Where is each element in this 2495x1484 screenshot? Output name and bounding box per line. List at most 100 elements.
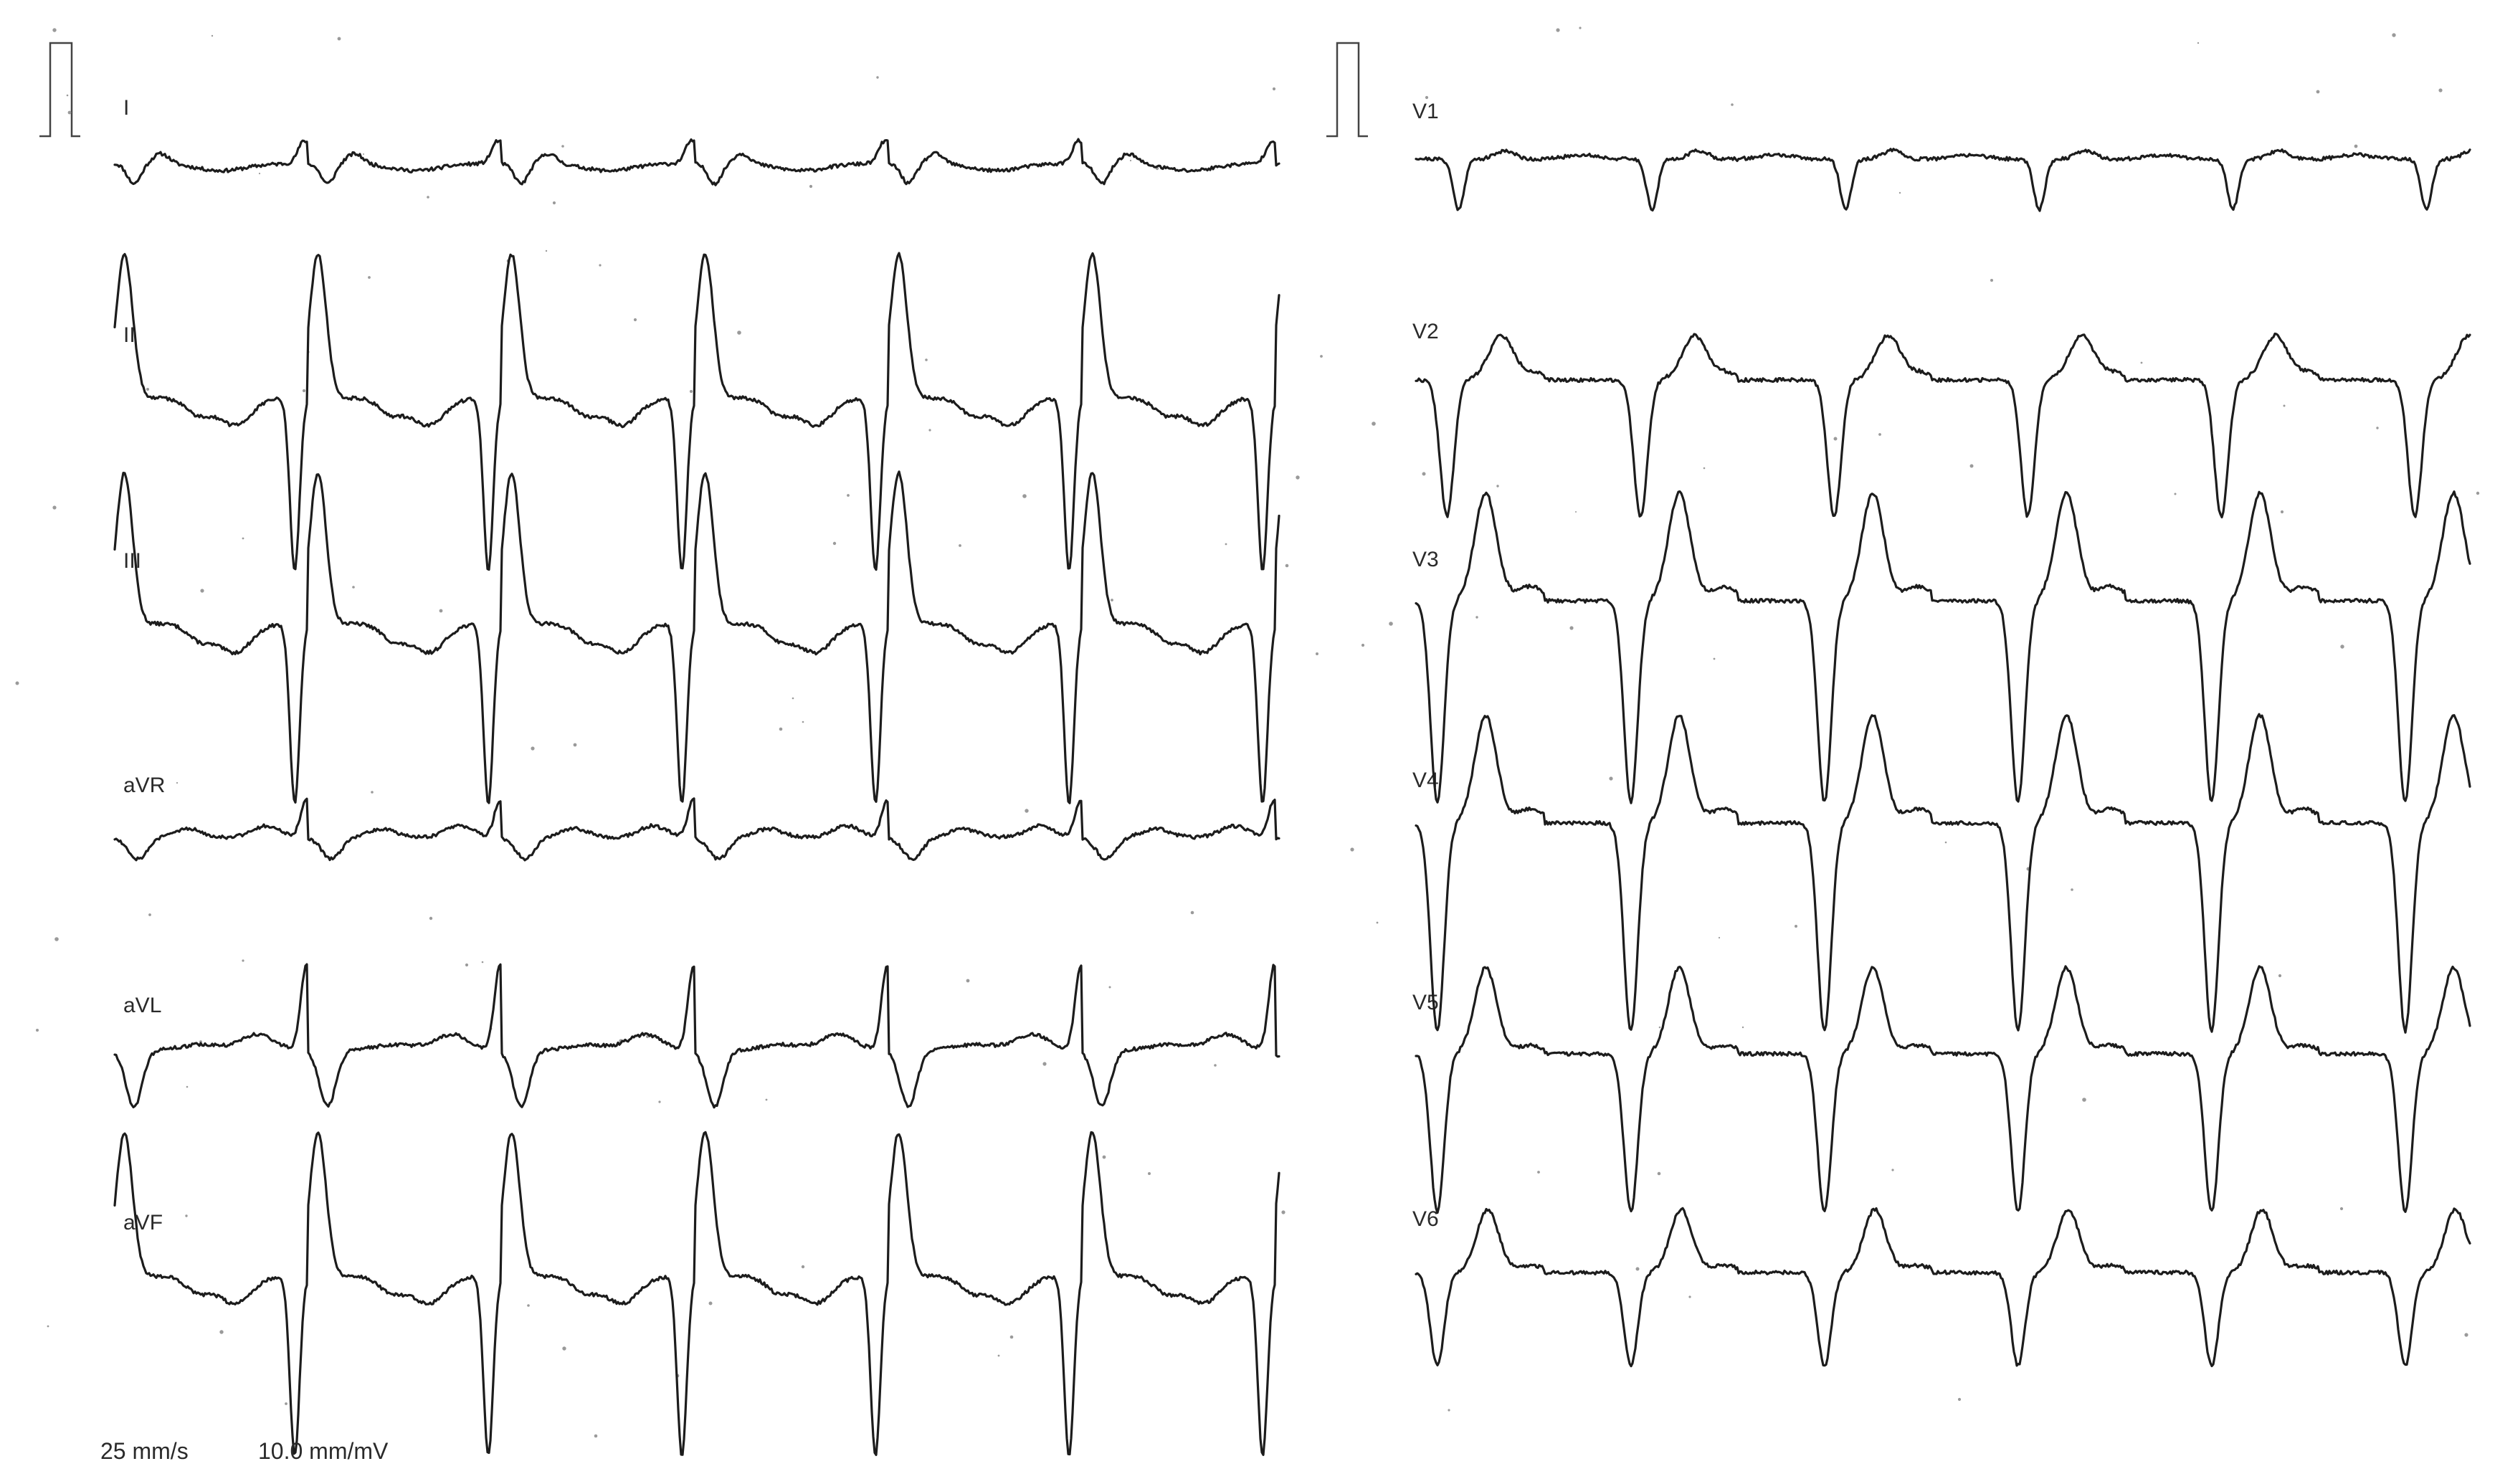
paper-speck bbox=[1389, 622, 1393, 626]
paper-speck bbox=[219, 1330, 224, 1334]
paper-speck bbox=[765, 1098, 768, 1101]
paper-speck bbox=[1350, 847, 1354, 852]
paper-speck bbox=[1898, 191, 1901, 194]
paper-speck bbox=[2340, 645, 2344, 649]
paper-speck bbox=[371, 791, 374, 794]
paper-speck bbox=[242, 959, 244, 962]
paper-speck bbox=[2280, 510, 2284, 514]
paper-speck bbox=[1658, 1026, 1661, 1029]
paper-speck bbox=[2316, 90, 2320, 94]
paper-speck bbox=[708, 1301, 713, 1305]
paper-speck bbox=[1579, 27, 1582, 29]
lead-trace-V3 bbox=[1415, 490, 2471, 804]
paper-speck bbox=[1448, 1409, 1450, 1412]
paper-speck bbox=[439, 609, 443, 613]
lead-trace-II bbox=[113, 252, 1280, 571]
paper-speck bbox=[1957, 1397, 1962, 1402]
lead-trace-V1 bbox=[1415, 148, 2471, 212]
paper-speck bbox=[1609, 776, 1613, 781]
paper-speck bbox=[1569, 626, 1574, 630]
paper-speck bbox=[925, 358, 928, 361]
paper-speck bbox=[1320, 355, 1323, 358]
paper-speck bbox=[185, 1214, 188, 1217]
paper-speck bbox=[302, 389, 306, 393]
paper-speck bbox=[997, 1354, 1000, 1357]
paper-speck bbox=[2339, 1207, 2344, 1211]
lead-trace-aVF bbox=[113, 1131, 1280, 1456]
paper-speck bbox=[211, 34, 214, 37]
paper-speed-text: 25 mm/s bbox=[100, 1438, 189, 1464]
paper-speck bbox=[1731, 103, 1734, 106]
paper-speck bbox=[1575, 511, 1577, 513]
calibration-pulses bbox=[39, 42, 1368, 138]
lead-label-V6: V6 bbox=[1412, 1207, 1439, 1231]
paper-speck bbox=[562, 1346, 566, 1351]
paper-speck bbox=[242, 537, 244, 540]
paper-speck bbox=[66, 94, 69, 97]
paper-speck bbox=[1129, 159, 1132, 162]
paper-speck bbox=[1635, 1267, 1640, 1271]
paper-speck bbox=[481, 961, 484, 964]
paper-speck bbox=[1225, 543, 1227, 546]
paper-speck bbox=[285, 1402, 287, 1405]
paper-speck bbox=[1741, 1026, 1744, 1029]
calibration-pulse-right bbox=[1326, 42, 1368, 138]
paper-speck bbox=[2283, 404, 2286, 407]
lead-trace-V5 bbox=[1415, 965, 2471, 1214]
paper-speck bbox=[552, 201, 556, 205]
paper-speck bbox=[52, 28, 57, 32]
paper-speck bbox=[1009, 1335, 1014, 1339]
calibration-pulse-left bbox=[39, 42, 80, 138]
paper-speck bbox=[802, 720, 804, 723]
limb-leads-column: I II III aVR aVL aVF bbox=[113, 96, 1280, 1456]
paper-speck bbox=[1475, 616, 1478, 619]
paper-speck bbox=[47, 1325, 49, 1328]
paper-speck bbox=[427, 196, 429, 199]
lead-trace-aVL bbox=[113, 963, 1280, 1109]
paper-speck bbox=[1281, 1210, 1285, 1214]
paper-speck bbox=[966, 979, 970, 983]
paper-speck bbox=[52, 505, 57, 510]
lead-label-III: III bbox=[123, 549, 141, 573]
paper-speck bbox=[1496, 485, 1499, 487]
paper-speck bbox=[847, 494, 850, 497]
paper-speck bbox=[1718, 936, 1721, 939]
paper-speck bbox=[1795, 925, 1797, 928]
lead-trace-V4 bbox=[1415, 713, 2471, 1034]
paper-speck bbox=[15, 681, 19, 685]
paper-speck bbox=[531, 746, 535, 751]
lead-label-aVR: aVR bbox=[123, 774, 165, 797]
paper-speck bbox=[594, 1434, 598, 1438]
precordial-leads-column: V1 V2 V3 V4 V5 V6 bbox=[1412, 100, 2471, 1368]
paper-speck bbox=[2438, 88, 2443, 92]
paper-speck bbox=[633, 318, 637, 322]
paper-speck bbox=[792, 697, 794, 700]
paper-speck bbox=[1285, 563, 1289, 568]
paper-speck bbox=[186, 1085, 189, 1088]
paper-speck bbox=[2071, 888, 2073, 891]
paper-speck bbox=[2082, 1098, 2086, 1102]
paper-speck bbox=[1969, 464, 1974, 468]
paper-speck bbox=[67, 110, 72, 115]
lead-label-aVL: aVL bbox=[123, 994, 161, 1017]
paper-speck bbox=[1878, 433, 1881, 436]
paper-speck bbox=[337, 37, 341, 41]
lead-label-V2: V2 bbox=[1412, 320, 1439, 343]
paper-speck bbox=[599, 264, 602, 267]
paper-speck bbox=[1025, 809, 1029, 813]
gain-text: 10.0 mm/mV bbox=[258, 1438, 389, 1464]
paper-speck bbox=[1022, 494, 1027, 498]
paper-speck bbox=[2392, 33, 2396, 37]
paper-speck bbox=[876, 76, 879, 79]
paper-speck bbox=[1703, 467, 1706, 470]
paper-speck bbox=[832, 541, 837, 546]
paper-speck bbox=[363, 153, 364, 155]
paper-speck bbox=[779, 727, 783, 731]
lead-trace-I bbox=[113, 138, 1280, 186]
paper-speck bbox=[1190, 910, 1194, 915]
paper-speck bbox=[148, 913, 151, 916]
lead-trace-aVR bbox=[113, 797, 1280, 862]
paper-speck bbox=[689, 389, 693, 394]
lead-label-aVF: aVF bbox=[123, 1211, 163, 1235]
